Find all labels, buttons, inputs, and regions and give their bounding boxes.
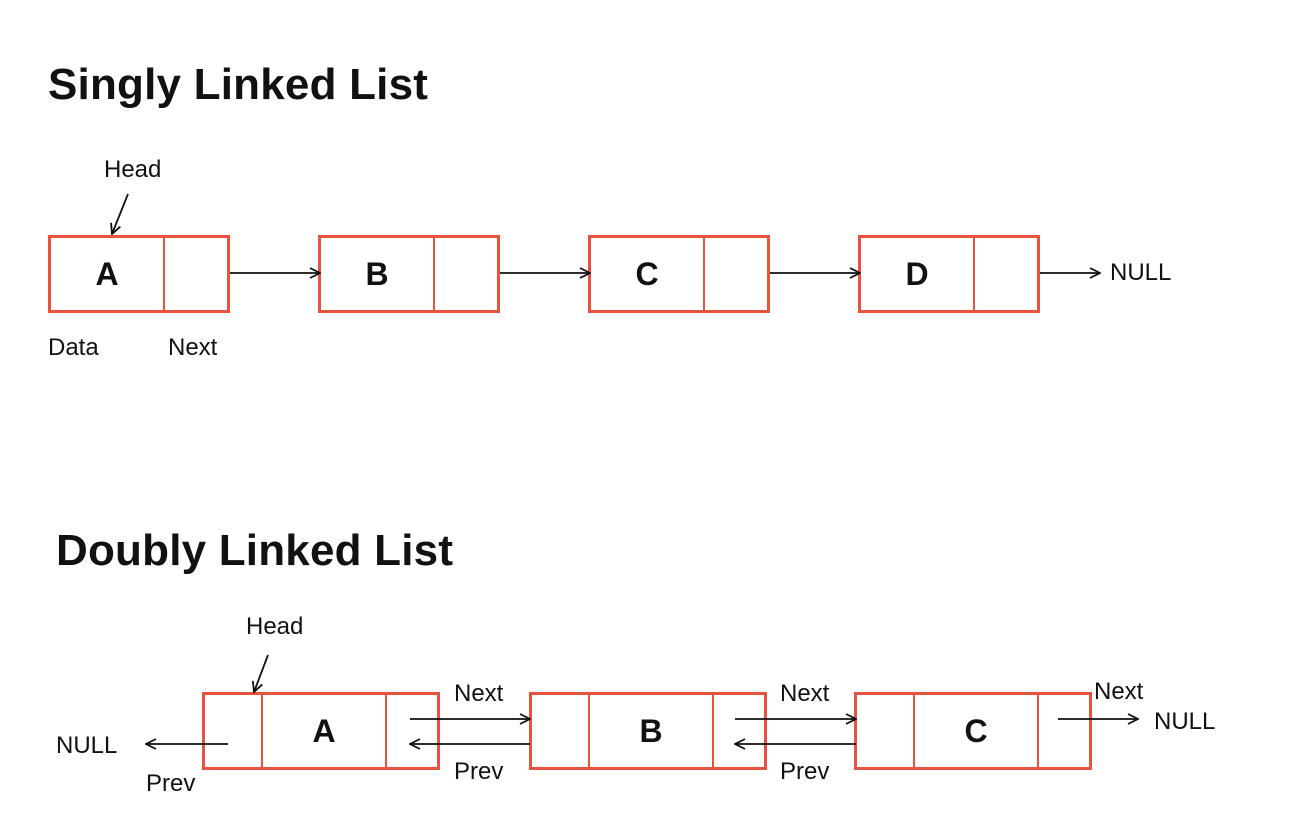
doubly-prev-label-2: Prev (780, 758, 830, 785)
doubly-null-left-label: NULL (56, 732, 118, 759)
doubly-node-c-value: C (913, 695, 1039, 767)
doubly-head-label: Head (246, 613, 304, 640)
singly-head-label: Head (104, 156, 162, 183)
doubly-next-label-2: Next (780, 680, 830, 707)
singly-node-a: A (48, 235, 230, 313)
singly-head-arrow (112, 193, 129, 234)
doubly-null-right-label: NULL (1154, 708, 1216, 735)
doubly-node-a: A (202, 692, 440, 770)
singly-node-b-value: B (365, 255, 389, 292)
singly-data-label: Data (48, 334, 99, 361)
doubly-prev-label-1: Prev (454, 758, 504, 785)
singly-title: Singly Linked List (48, 60, 429, 109)
doubly-node-b-value: B (588, 695, 714, 767)
singly-node-d: D (858, 235, 1040, 313)
doubly-head-arrow (254, 654, 269, 692)
doubly-title: Doubly Linked List (56, 526, 454, 575)
singly-node-d-next-cell (973, 238, 1037, 310)
singly-null-label: NULL (1110, 259, 1172, 286)
doubly-prev-label-0: Prev (146, 770, 196, 797)
doubly-node-a-value: A (261, 695, 387, 767)
singly-next-label: Next (168, 334, 218, 361)
singly-node-b-next-cell (433, 238, 497, 310)
doubly-next-label-3: Next (1094, 678, 1144, 705)
singly-node-a-next-cell (163, 238, 227, 310)
singly-node-d-value: D (905, 255, 929, 292)
doubly-next-label-1: Next (454, 680, 504, 707)
singly-node-a-value: A (95, 255, 119, 292)
doubly-node-c: C (854, 692, 1092, 770)
singly-node-c-next-cell (703, 238, 767, 310)
singly-node-c-value: C (635, 255, 659, 292)
doubly-node-b: B (529, 692, 767, 770)
